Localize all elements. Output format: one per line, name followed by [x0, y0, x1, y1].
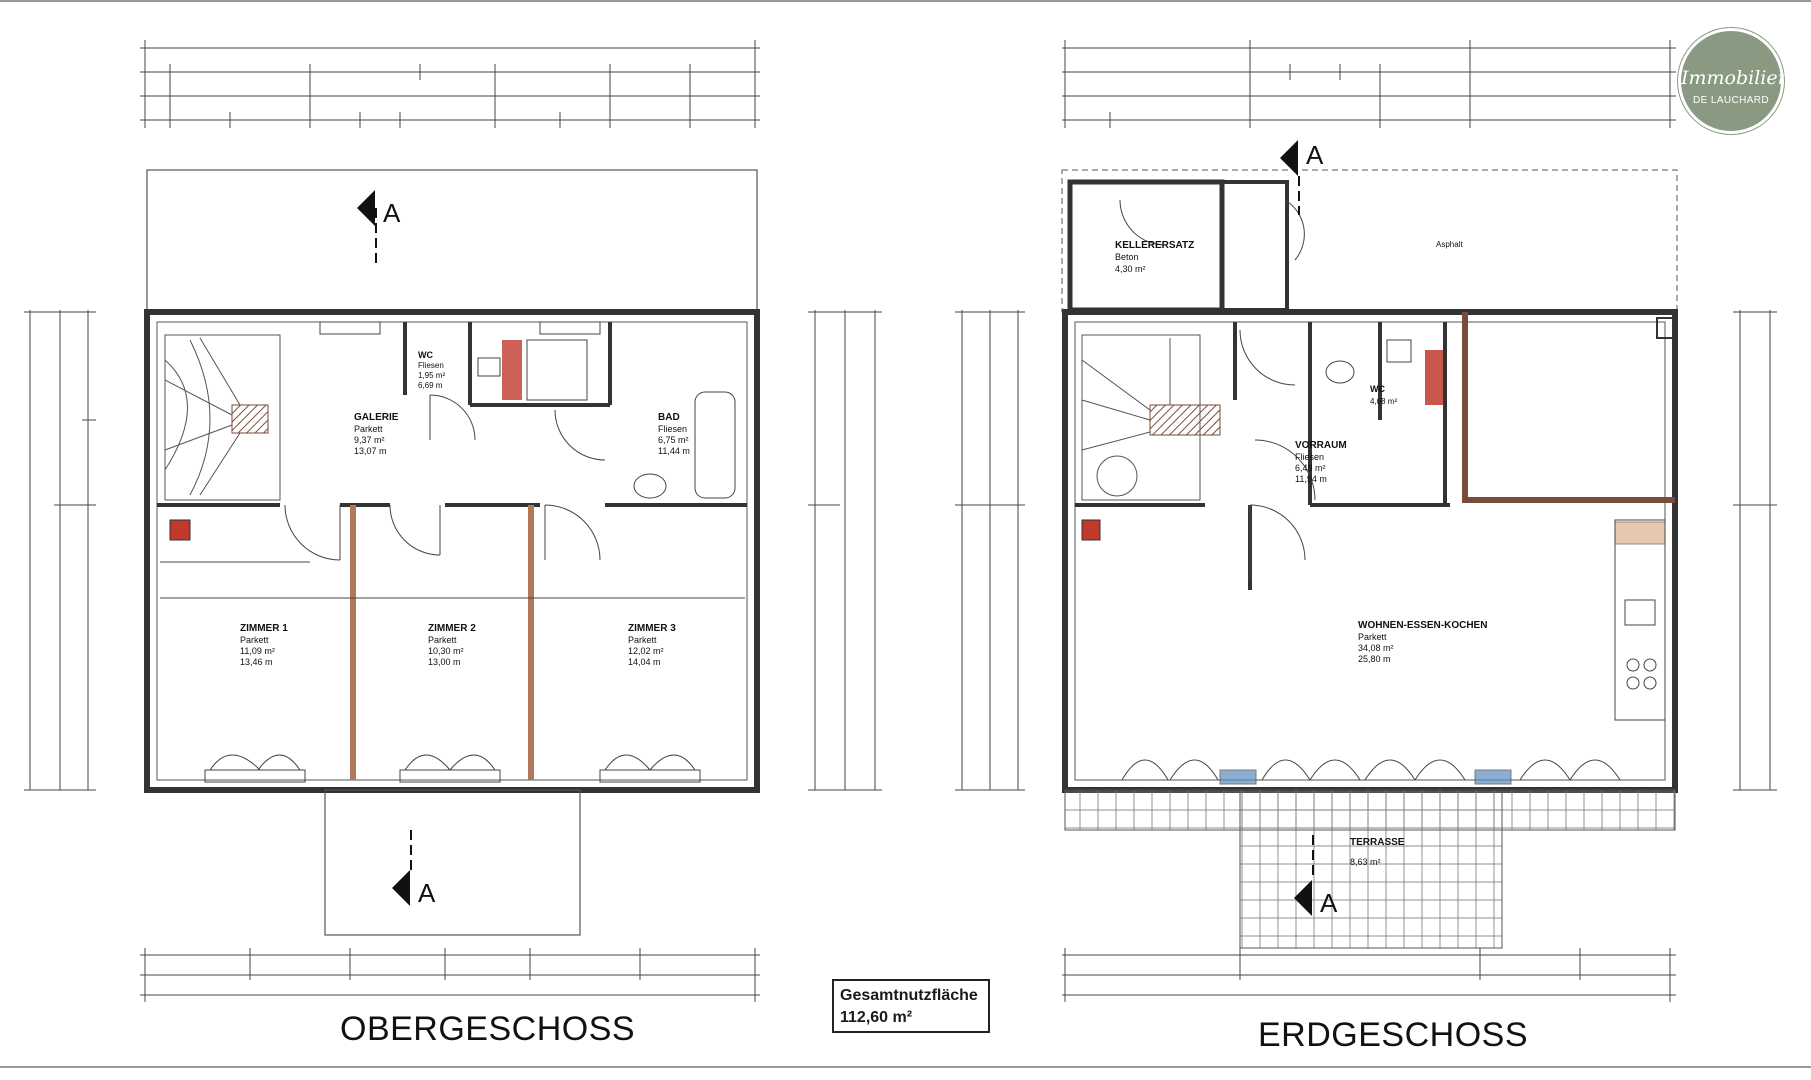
upper-right-dimensions	[808, 310, 882, 791]
svg-text:VORRAUM: VORRAUM	[1295, 440, 1347, 451]
svg-text:11,09 m²: 11,09 m²	[240, 646, 275, 656]
svg-text:11,94 m: 11,94 m	[1295, 474, 1327, 484]
total-area-label: Gesamtnutzfläche	[840, 987, 978, 1004]
svg-text:10,30 m²: 10,30 m²	[428, 646, 464, 656]
room-label-terrasse: TERRASSE 8,63 m²	[1350, 837, 1405, 867]
section-marker-og-top: A	[383, 198, 401, 228]
room-label-kellerersatz: KELLERERSATZ Beton 4,30 m²	[1115, 240, 1194, 274]
room-label-vorraum: VORRAUM Fliesen 6,48 m² 11,94 m	[1295, 440, 1347, 484]
svg-text:9,37 m²: 9,37 m²	[354, 435, 385, 445]
room-label-galerie: GALERIE Parkett 9,37 m² 13,07 m	[354, 412, 399, 456]
svg-text:Parkett: Parkett	[240, 635, 269, 645]
room-label-zimmer-1: ZIMMER 1 Parkett 11,09 m² 13,46 m	[240, 623, 288, 667]
upper-windows	[204, 321, 701, 783]
svg-text:25,80 m: 25,80 m	[1358, 654, 1391, 664]
svg-text:1,95 m²: 1,95 m²	[418, 371, 445, 380]
svg-text:13,07 m: 13,07 m	[354, 446, 387, 456]
section-marker-eg-bottom: A	[1320, 888, 1338, 918]
room-label-zimmer-2: ZIMMER 2 Parkett 10,30 m² 13,00 m	[428, 623, 476, 667]
room-label-wohnen-essen-kochen: WOHNEN-ESSEN-KOCHEN Parkett 34,08 m² 25,…	[1358, 620, 1487, 664]
svg-text:34,08 m²: 34,08 m²	[1358, 643, 1394, 653]
svg-text:12,02 m²: 12,02 m²	[628, 646, 664, 656]
logo-company-text: DE LAUCHARD	[1692, 95, 1770, 106]
upper-floor-plan	[24, 40, 882, 1002]
room-label-wc-ground: WC 4,68 m²	[1370, 384, 1397, 406]
upper-left-dimensions	[24, 310, 96, 791]
brand-logo: Immobilien DE LAUCHARD	[1678, 28, 1790, 134]
svg-text:WC: WC	[418, 350, 433, 360]
ground-bottom-dimensions	[1062, 948, 1676, 1002]
svg-text:4,30 m²: 4,30 m²	[1115, 264, 1146, 274]
svg-text:13,00 m: 13,00 m	[428, 657, 461, 667]
room-label-wc-upper: WC Fliesen 1,95 m² 6,69 m	[418, 350, 445, 390]
sheet-bottom-border	[0, 1066, 1811, 1068]
svg-text:GALERIE: GALERIE	[354, 412, 399, 423]
svg-text:ZIMMER 3: ZIMMER 3	[628, 623, 676, 634]
svg-text:11,44 m: 11,44 m	[658, 446, 690, 456]
total-area-value: 112,60 m²	[840, 1009, 913, 1026]
room-label-zimmer-3: ZIMMER 3 Parkett 12,02 m² 14,04 m	[628, 623, 676, 667]
note-asphalt: Asphalt	[1436, 240, 1463, 249]
sheet-top-border	[0, 0, 1811, 2]
svg-text:13,46 m: 13,46 m	[240, 657, 273, 667]
svg-text:ZIMMER 2: ZIMMER 2	[428, 623, 476, 634]
ground-windows	[1121, 759, 1621, 785]
ground-floor-plan	[955, 40, 1777, 1002]
upper-bottom-dimensions	[140, 948, 760, 1002]
svg-text:Fliesen: Fliesen	[658, 424, 687, 434]
svg-text:WOHNEN-ESSEN-KOCHEN: WOHNEN-ESSEN-KOCHEN	[1358, 620, 1487, 631]
logo-script-text: Immobilien	[1681, 67, 1790, 89]
kitchen-counter	[1614, 519, 1666, 721]
svg-text:8,63 m²: 8,63 m²	[1350, 857, 1381, 867]
svg-text:6,69 m: 6,69 m	[418, 381, 443, 390]
svg-text:Parkett: Parkett	[354, 424, 383, 434]
ground-floor-title: ERDGESCHOSS	[1258, 1016, 1528, 1054]
svg-text:Parkett: Parkett	[628, 635, 657, 645]
svg-text:Parkett: Parkett	[428, 635, 457, 645]
svg-text:6,48 m²: 6,48 m²	[1295, 463, 1326, 473]
svg-text:ZIMMER 1: ZIMMER 1	[240, 623, 288, 634]
svg-text:4,68 m²: 4,68 m²	[1370, 397, 1397, 406]
total-area-box: Gesamtnutzfläche 112,60 m²	[832, 979, 990, 1033]
ground-side-dimensions	[955, 310, 1777, 791]
svg-text:Fliesen: Fliesen	[1295, 452, 1324, 462]
section-marker-og-bottom: A	[418, 878, 436, 908]
svg-text:TERRASSE: TERRASSE	[1350, 837, 1405, 848]
room-label-bad: BAD Fliesen 6,75 m² 11,44 m	[658, 412, 690, 456]
svg-text:KELLERERSATZ: KELLERERSATZ	[1115, 240, 1194, 251]
svg-text:WC: WC	[1370, 384, 1385, 394]
svg-text:14,04 m: 14,04 m	[628, 657, 661, 667]
svg-text:Parkett: Parkett	[1358, 632, 1387, 642]
bathroom-fixtures	[477, 339, 736, 499]
svg-text:6,75 m²: 6,75 m²	[658, 435, 689, 445]
ground-top-dimensions	[1062, 40, 1676, 128]
svg-text:Beton: Beton	[1115, 252, 1139, 262]
upper-staircase	[164, 334, 281, 501]
svg-text:BAD: BAD	[658, 412, 680, 423]
upper-floor-title: OBERGESCHOSS	[340, 1010, 636, 1048]
section-marker-eg-top: A	[1306, 140, 1324, 170]
svg-text:Fliesen: Fliesen	[418, 361, 444, 370]
ground-staircase	[1081, 334, 1221, 501]
upper-top-dimensions	[140, 40, 760, 128]
